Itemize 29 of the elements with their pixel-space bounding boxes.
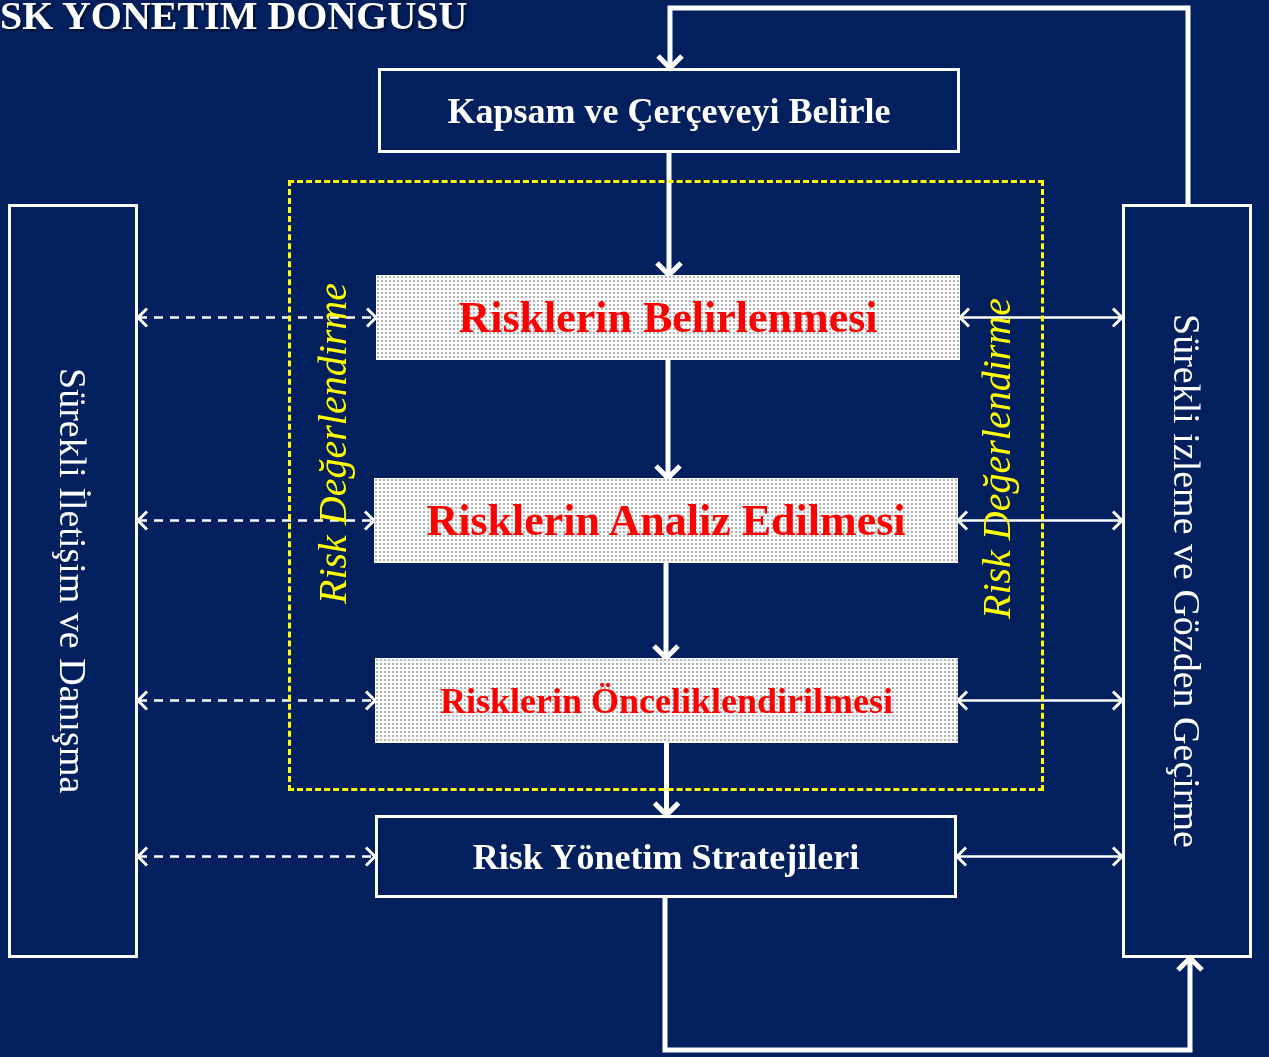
connector-arrow: [651, 563, 681, 661]
box-label: Risklerin Belirlenmesi: [458, 292, 878, 343]
connector-arrow: [655, 5, 1191, 204]
side-panel: [8, 204, 138, 958]
connector-arrow: [654, 153, 684, 278]
process-box: [374, 478, 958, 563]
group-label: Risk Değerlendirme: [309, 283, 356, 604]
box-label: Kapsam ve Çerçeveyi Belirle: [447, 89, 891, 132]
process-box: [375, 815, 957, 898]
connector-arrow: [136, 510, 376, 531]
group-frame: [288, 180, 1044, 791]
panel-label: Sürekli izleme ve Gözden Geçirme: [1165, 314, 1209, 848]
connector-arrow: [653, 360, 683, 481]
box-label: Risklerin Önceliklendirilmesi: [440, 679, 893, 722]
title: SK YÖNETİM DÖNGÜSÜ: [0, 0, 468, 39]
side-panel: [1122, 204, 1252, 958]
connector-arrow: [955, 846, 1124, 867]
group-label: Risk Değerlendirme: [973, 298, 1020, 619]
connector-arrow: [136, 846, 377, 867]
panel-label: Sürekli İletişim ve Danışma: [51, 368, 95, 794]
connector-arrow: [652, 743, 681, 818]
box-label: Risk Yönetim Stratejileri: [472, 835, 860, 878]
process-box: [375, 658, 958, 743]
process-box: [376, 275, 960, 360]
connector-arrow: [662, 898, 1205, 1053]
process-box: [378, 68, 960, 153]
box-label: Risklerin Analiz Edilmesi: [426, 495, 906, 546]
connector-arrow: [136, 690, 377, 711]
connector-arrow: [136, 307, 378, 328]
